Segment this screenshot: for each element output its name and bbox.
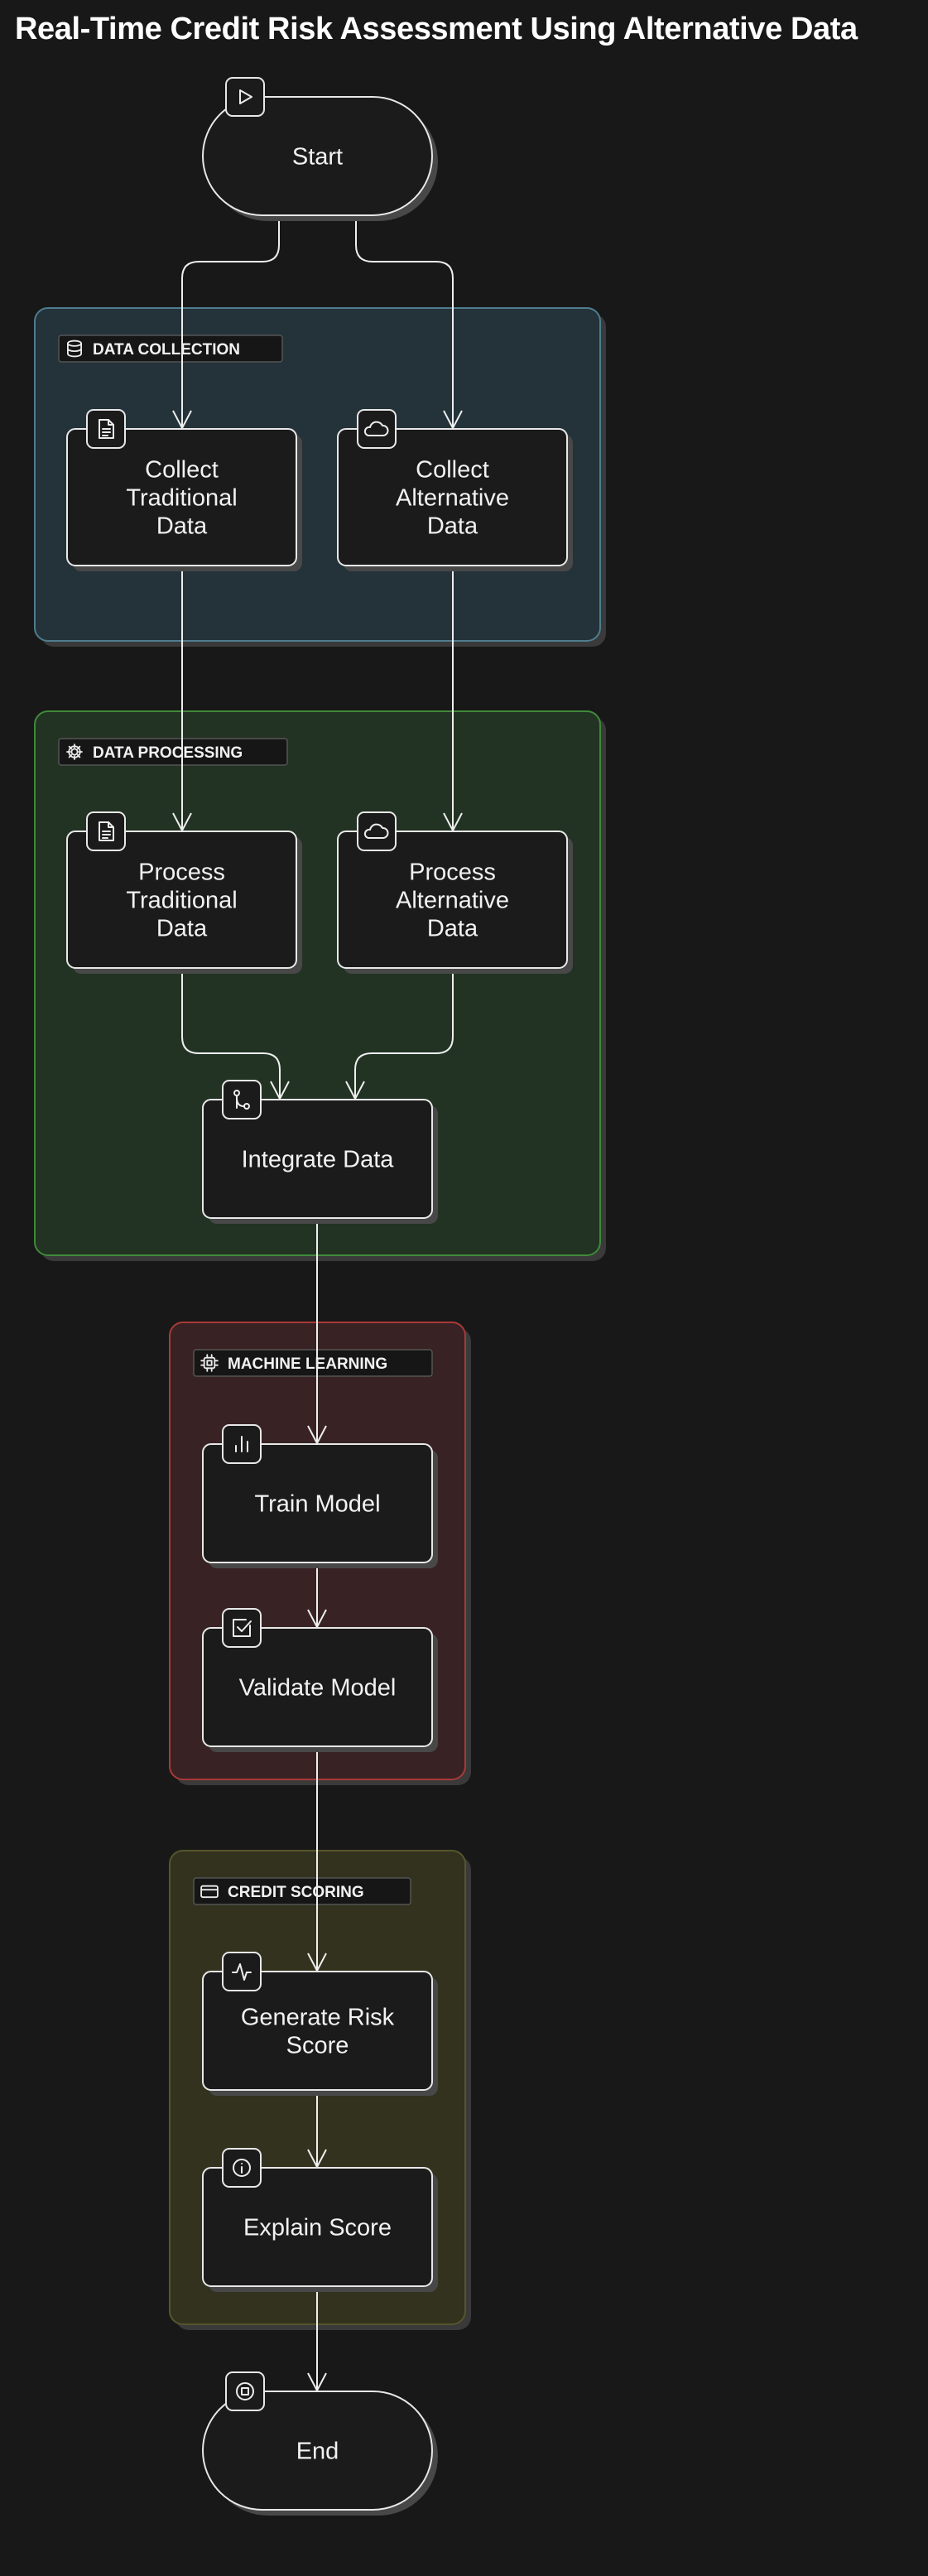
node-label: Data bbox=[427, 513, 478, 540]
gear-icon bbox=[66, 744, 83, 760]
node-box[interactable] bbox=[337, 428, 568, 566]
node-box[interactable] bbox=[202, 1099, 433, 1219]
credit-card-icon bbox=[200, 1885, 219, 1899]
node-label: End bbox=[296, 2439, 339, 2465]
node-box[interactable] bbox=[202, 1971, 433, 2091]
cloud-icon bbox=[363, 421, 389, 436]
icon-badge bbox=[225, 2371, 265, 2411]
icon-badge bbox=[222, 1080, 262, 1119]
checkbox-icon bbox=[233, 1619, 252, 1637]
node-label: Score bbox=[286, 2033, 349, 2059]
node-label: Traditional bbox=[126, 485, 237, 512]
group-label: CREDIT SCORING bbox=[228, 1884, 364, 1901]
pulse-icon bbox=[232, 1963, 252, 1981]
stop-icon bbox=[236, 2382, 254, 2400]
node-label: Train Model bbox=[254, 1491, 380, 1518]
group-label: MACHINE LEARNING bbox=[228, 1355, 387, 1373]
icon-badge bbox=[222, 1608, 262, 1648]
node-label: Validate Model bbox=[239, 1675, 397, 1702]
icon-badge bbox=[357, 409, 397, 449]
chip-icon bbox=[200, 1354, 219, 1372]
group-label: DATA PROCESSING bbox=[93, 744, 243, 762]
icon-badge bbox=[357, 811, 397, 851]
group-label: DATA COLLECTION bbox=[93, 341, 240, 359]
node-label: Data bbox=[427, 916, 478, 942]
group-label-box bbox=[193, 1877, 411, 1905]
node-box[interactable] bbox=[66, 428, 297, 566]
document-icon bbox=[99, 419, 114, 439]
merge-icon bbox=[233, 1090, 250, 1110]
node-box[interactable] bbox=[66, 831, 297, 969]
info-icon bbox=[233, 2159, 251, 2177]
bar-chart-icon bbox=[235, 1436, 248, 1452]
node-box[interactable] bbox=[202, 2391, 433, 2511]
node-label: Alternative bbox=[396, 485, 509, 512]
cloud-icon bbox=[363, 823, 389, 839]
node-label: Process bbox=[409, 859, 496, 886]
node-label: Collect bbox=[145, 457, 219, 484]
node-box[interactable] bbox=[202, 1627, 433, 1747]
group-label-box bbox=[58, 335, 283, 363]
node-label: Alternative bbox=[396, 888, 509, 914]
icon-badge bbox=[225, 77, 265, 117]
node-box[interactable] bbox=[202, 96, 433, 216]
node-label: Start bbox=[292, 144, 343, 171]
node-box[interactable] bbox=[337, 831, 568, 969]
node-label: Data bbox=[156, 513, 208, 540]
node-integrate[interactable]: Integrate Data bbox=[202, 1080, 438, 1224]
database-icon bbox=[66, 339, 83, 358]
node-label: Collect bbox=[416, 457, 489, 484]
node-box[interactable] bbox=[202, 2167, 433, 2287]
node-label: Process bbox=[138, 859, 225, 886]
node-train[interactable]: Train Model bbox=[202, 1424, 438, 1568]
document-icon bbox=[99, 821, 114, 841]
node-label: Generate Risk bbox=[241, 2005, 395, 2031]
diagram-title: Real-Time Credit Risk Assessment Using A… bbox=[15, 12, 858, 46]
play-icon bbox=[239, 89, 252, 104]
group-label-box bbox=[193, 1349, 433, 1377]
node-start[interactable]: Start bbox=[202, 77, 438, 221]
node-validate[interactable]: Validate Model bbox=[202, 1608, 438, 1752]
edge-line bbox=[181, 968, 281, 1100]
edge-line bbox=[354, 968, 454, 1100]
edge-line bbox=[181, 215, 280, 429]
node-box[interactable] bbox=[202, 1443, 433, 1563]
edge-line bbox=[355, 215, 454, 429]
node-end[interactable]: End bbox=[202, 2371, 438, 2516]
node-label: Explain Score bbox=[243, 2215, 392, 2241]
node-label: Integrate Data bbox=[242, 1147, 395, 1173]
node-label: Traditional bbox=[126, 888, 237, 914]
node-explain[interactable]: Explain Score bbox=[202, 2148, 438, 2292]
group-label-box bbox=[58, 738, 288, 766]
node-label: Data bbox=[156, 916, 208, 942]
